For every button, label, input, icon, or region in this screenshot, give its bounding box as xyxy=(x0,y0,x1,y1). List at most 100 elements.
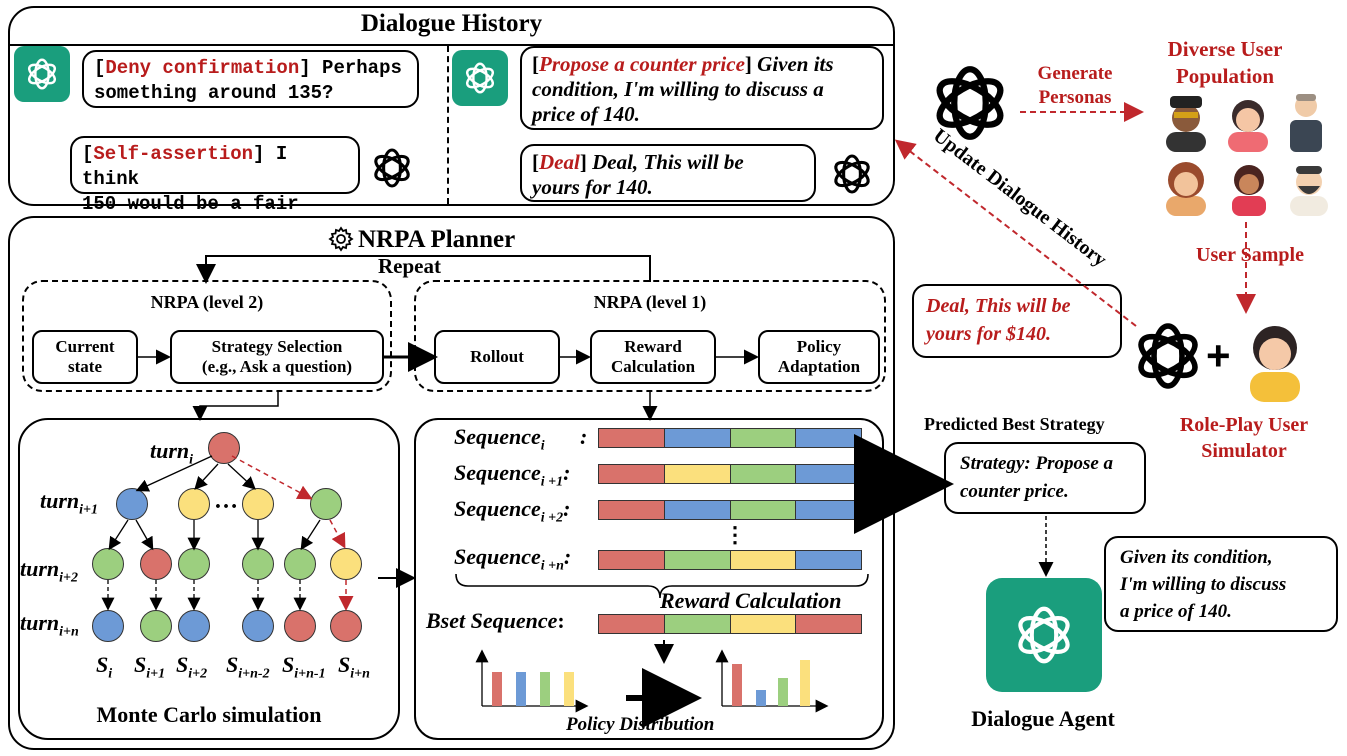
distribution-chart-before xyxy=(475,649,589,713)
label-text: Sequence xyxy=(454,496,541,521)
box-text: Rollout xyxy=(470,347,524,366)
best-sequence-bar xyxy=(598,614,862,634)
bubble-self-assertion: [Self-assertion] I think 150 would be a … xyxy=(70,136,360,240)
bubble-text: Given its xyxy=(751,52,834,76)
dialogue-agent-icon xyxy=(986,578,1102,692)
tag-self-assertion: Self-assertion xyxy=(93,143,254,165)
label-text: Sequence xyxy=(454,424,541,449)
tree-dashed-edges xyxy=(101,580,307,611)
box-text: (e.g., Ask a question) xyxy=(201,357,353,376)
diverse-user-population-label: Diverse User Population xyxy=(1150,36,1300,90)
bubble-text: counter price. xyxy=(960,481,1069,502)
box-text: Strategy Selection xyxy=(211,337,343,356)
best-sequence-label: Bset Sequence: xyxy=(426,608,565,633)
user-gpt-icon-1 xyxy=(374,148,410,188)
turn-in-label: turni+n xyxy=(20,610,79,640)
update-dialogue-history-label: Update Dialogue History xyxy=(929,125,1111,272)
tree-node-l1-d xyxy=(310,488,342,520)
tree-node-ln-d xyxy=(242,610,274,642)
sequence-bar-1 xyxy=(598,464,862,484)
openai-icon xyxy=(1018,606,1070,664)
label-sub: i +1 xyxy=(540,474,564,490)
label-text: turn xyxy=(40,488,80,513)
bubble-deny-confirmation: [Deny confirmation] Perhaps something ar… xyxy=(82,50,419,108)
bubble-text: Deal, This will be xyxy=(586,150,744,174)
persona-avatar-3 xyxy=(1290,94,1322,152)
strategy-box: Strategy: Propose a counter price. xyxy=(944,442,1146,514)
s-label-3: Si+n-2 xyxy=(226,652,270,682)
persona-avatar-4 xyxy=(1166,162,1206,216)
user-sample-label: User Sample xyxy=(1196,244,1304,266)
nrpa-level2-title: NRPA (level 2) xyxy=(150,292,264,312)
tag-deal: Deal xyxy=(539,150,580,174)
tree-node-l1-a xyxy=(116,488,148,520)
tree-node-l1-c xyxy=(242,488,274,520)
strategy-selection-box: Strategy Selection(e.g., Ask a question) xyxy=(170,330,384,384)
label-text: S xyxy=(226,652,239,677)
role-play-user-simulator-label: Role-Play User Simulator xyxy=(1164,412,1324,464)
label-sub: i+n-1 xyxy=(294,666,326,682)
tag-propose-counter-price: Propose a counter price xyxy=(539,52,745,76)
label-text: Sequence xyxy=(454,460,541,485)
bubble-text: something around 135? xyxy=(94,82,334,104)
box-text: Calculation xyxy=(610,357,696,376)
label-text: S xyxy=(338,652,351,677)
predicted-best-strategy-title: Predicted Best Strategy xyxy=(924,414,1105,434)
sequence-label-2: Sequencei +2: xyxy=(454,496,570,526)
nrpa-planner-title: NRPA Planner xyxy=(358,226,516,253)
label-sub: i xyxy=(540,438,545,454)
tag-deny-confirmation: Deny confirmation xyxy=(105,57,300,79)
monte-carlo-title: Monte Carlo simulation xyxy=(96,702,322,727)
label-sub: i xyxy=(189,452,194,468)
sequence-colon-0: : xyxy=(580,424,588,449)
rollout-box: Rollout xyxy=(434,330,560,384)
label-sub: i xyxy=(108,666,113,682)
generate-personas-label: Generate Personas xyxy=(1030,62,1120,110)
turn-i1-label: turni+1 xyxy=(40,488,98,518)
label-sub: i +n xyxy=(540,558,564,574)
label-text: Diverse User xyxy=(1167,37,1283,61)
bubble-text: Strategy: Propose a xyxy=(960,453,1114,474)
label-text: Population xyxy=(1175,64,1275,88)
bubble-text: condition, I'm willing to discuss a xyxy=(532,77,824,101)
s-label-1: Si+1 xyxy=(134,652,165,682)
tree-node-l2-d xyxy=(242,548,274,580)
repeat-label: Repeat xyxy=(378,254,441,278)
sequence-bar-3 xyxy=(598,550,862,570)
box-text: Current xyxy=(55,337,115,356)
repeat-loop-arrow xyxy=(196,255,651,284)
bubble-text: price of 140. xyxy=(532,102,640,126)
tree-node-ln-f xyxy=(330,610,362,642)
bubble-text: yours for 140. xyxy=(532,175,653,199)
s-label-2: Si+2 xyxy=(176,652,207,682)
sequence-label-0: Sequencei xyxy=(454,424,545,454)
sequence-ellipsis: ⋮ xyxy=(724,522,746,547)
tree-node-ln-a xyxy=(92,610,124,642)
persona-avatar-1 xyxy=(1166,96,1206,152)
sequence-bar-2 xyxy=(598,500,862,520)
tree-node-l2-e xyxy=(284,548,316,580)
user-gpt-icon-2 xyxy=(834,154,870,194)
label-text: Sequence xyxy=(454,544,541,569)
label-sub: i+n xyxy=(59,624,79,640)
openai-icon xyxy=(465,62,495,94)
agent-gpt-icon-2 xyxy=(452,50,508,106)
dialogue-agent-label: Dialogue Agent xyxy=(971,706,1115,731)
agent-gpt-icon-1 xyxy=(14,46,70,102)
tree-node-l1-b xyxy=(178,488,210,520)
distribution-chart-after xyxy=(715,649,829,713)
box-text: state xyxy=(68,357,102,376)
bubble-text: Given its condition, xyxy=(1120,547,1273,568)
s-label-4: Si+n-1 xyxy=(282,652,326,682)
turn-i-label: turni xyxy=(150,438,193,468)
label-text: S xyxy=(134,652,147,677)
label-sub: i+2 xyxy=(59,570,79,586)
label-text: : xyxy=(563,544,572,569)
bubble-text: Perhaps xyxy=(310,57,402,79)
bubble-text: Deal, This will be xyxy=(926,295,1071,317)
reward-calculation-label: Reward Calculation xyxy=(660,588,842,613)
label-text: Personas xyxy=(1038,87,1112,108)
